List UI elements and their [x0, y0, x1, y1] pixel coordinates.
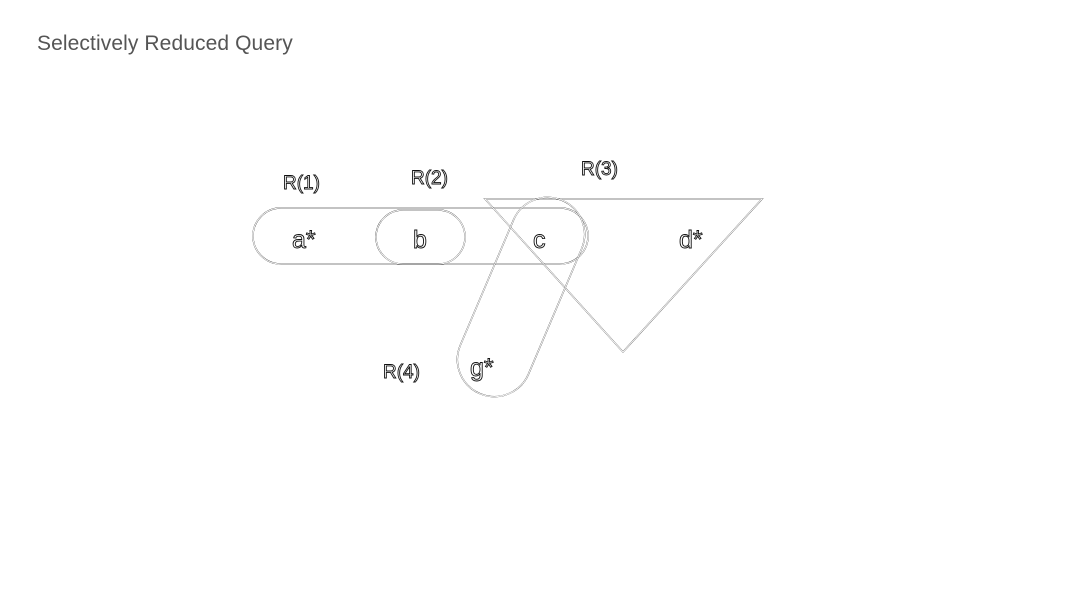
vertex-g-label: g* — [470, 354, 494, 382]
relation-r4-label: R(4) — [383, 362, 420, 383]
slide-title: Selectively Reduced Query — [37, 32, 293, 55]
relation-r4-edge — [456, 196, 586, 398]
vertex-c-label: c — [533, 226, 546, 254]
relation-r3-label: R(3) — [581, 159, 618, 180]
relation-r3-edge — [483, 198, 764, 354]
relation-r1-label: R(1) — [283, 173, 320, 194]
relation-r2-label: R(2) — [411, 168, 448, 189]
relation-r2-edge — [375, 209, 466, 265]
vertex-b-label: b — [413, 226, 427, 254]
vertex-a-label: a* — [292, 226, 316, 254]
vertex-d-label: d* — [679, 226, 703, 254]
